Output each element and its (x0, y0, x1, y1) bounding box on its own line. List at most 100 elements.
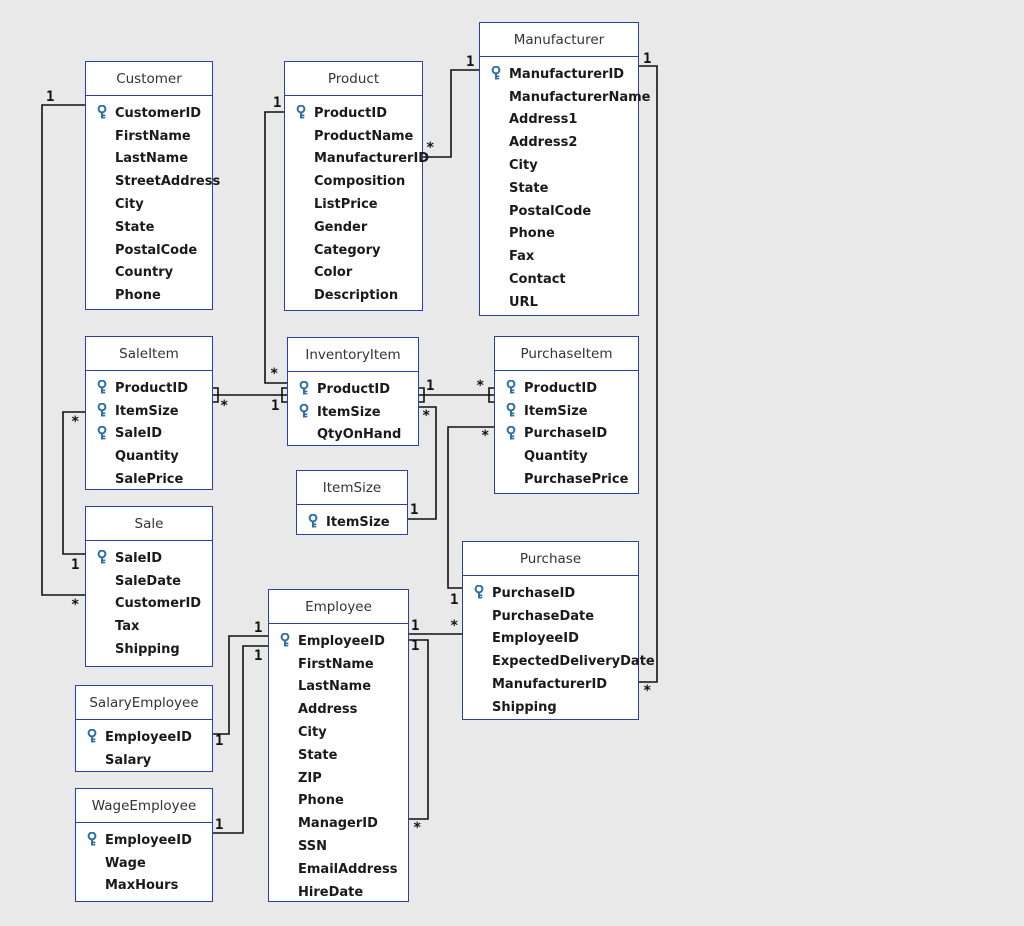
relationship-line-manufacturer-purchase[interactable] (639, 65, 658, 683)
key-attribute[interactable]: ItemSize (288, 401, 418, 424)
attribute-name: Quantity (115, 449, 179, 465)
key-attribute[interactable]: ProductID (495, 377, 638, 400)
attribute[interactable]: Tax (86, 615, 212, 638)
attribute[interactable]: Phone (86, 284, 212, 307)
relationship-line-product-inventoryitem[interactable] (264, 111, 287, 384)
attribute[interactable]: Phone (269, 790, 408, 813)
attribute[interactable]: Address1 (480, 109, 638, 132)
key-attribute[interactable]: CustomerID (86, 102, 212, 125)
key-attribute[interactable]: EmployeeID (76, 829, 212, 852)
attribute[interactable]: Shipping (463, 696, 638, 719)
attribute[interactable]: PurchasePrice (495, 468, 638, 491)
attribute[interactable]: ManufacturerID (463, 673, 638, 696)
attribute[interactable]: PostalCode (86, 239, 212, 262)
attribute[interactable]: Gender (285, 216, 422, 239)
attribute[interactable]: URL (480, 291, 638, 314)
attribute[interactable]: Category (285, 239, 422, 262)
relationship-line-itemsize-inventoryitem[interactable] (408, 406, 437, 520)
attribute[interactable]: EmployeeID (463, 628, 638, 651)
key-attribute[interactable]: SaleID (86, 423, 212, 446)
attribute[interactable]: Fax (480, 245, 638, 268)
attribute[interactable]: FirstName (269, 653, 408, 676)
attribute[interactable]: ManagerID (269, 812, 408, 835)
attribute[interactable]: Quantity (86, 445, 212, 468)
cardinality-label: * (270, 366, 278, 382)
relationship-line-sale-saleitem[interactable] (62, 411, 85, 555)
key-attribute[interactable]: ItemSize (297, 511, 407, 534)
attribute[interactable]: Contact (480, 268, 638, 291)
attribute[interactable]: SaleDate (86, 570, 212, 593)
key-attribute[interactable]: PurchaseID (495, 423, 638, 446)
attribute[interactable]: PurchaseDate (463, 605, 638, 628)
key-attribute[interactable]: ManufacturerID (480, 63, 638, 86)
attribute[interactable]: Address (269, 698, 408, 721)
cardinality-label: 1 (426, 378, 434, 394)
attribute[interactable]: ExpectedDeliveryDate (463, 650, 655, 673)
key-attribute[interactable]: ProductID (288, 378, 418, 401)
relationship-line-employee-manager[interactable] (409, 639, 429, 820)
attribute[interactable]: PostalCode (480, 200, 638, 223)
relationship-line-employee-salaryemployee[interactable] (213, 635, 268, 735)
key-attribute[interactable]: EmployeeID (76, 726, 212, 749)
attribute[interactable]: ManufacturerName (480, 86, 650, 109)
attribute[interactable]: Country (86, 262, 212, 285)
attribute[interactable]: State (480, 177, 638, 200)
attribute[interactable]: State (86, 216, 212, 239)
attribute[interactable]: Wage (76, 852, 212, 875)
key-attribute[interactable]: PurchaseID (463, 582, 638, 605)
attribute[interactable]: Quantity (495, 445, 638, 468)
key-attribute[interactable]: SaleID (86, 547, 212, 570)
relationship-line-purchase-purchaseitem[interactable] (447, 426, 494, 589)
attribute[interactable]: City (269, 721, 408, 744)
attribute[interactable]: Color (285, 262, 422, 285)
attribute[interactable]: SalePrice (86, 468, 212, 491)
attribute[interactable]: ProductName (285, 125, 422, 148)
attribute-name: Category (314, 242, 381, 258)
attribute[interactable]: Composition (285, 170, 422, 193)
attribute-name: ManufacturerID (492, 677, 608, 693)
attribute[interactable]: Description (285, 284, 422, 307)
attribute[interactable]: ZIP (269, 767, 408, 790)
attribute[interactable]: QtyOnHand (288, 424, 418, 447)
attribute[interactable]: Salary (76, 749, 212, 772)
attribute[interactable]: State (269, 744, 408, 767)
attribute[interactable]: ManufacturerID (285, 148, 429, 171)
attribute[interactable]: City (480, 154, 638, 177)
attribute[interactable]: HireDate (269, 881, 408, 904)
attribute[interactable]: StreetAddress (86, 170, 220, 193)
attribute[interactable]: EmailAddress (269, 858, 408, 881)
key-attribute[interactable]: ItemSize (495, 400, 638, 423)
attribute-name: ExpectedDeliveryDate (492, 654, 655, 670)
attribute[interactable]: SSN (269, 835, 408, 858)
attribute[interactable]: CustomerID (86, 593, 212, 616)
key-attribute[interactable]: EmployeeID (269, 630, 408, 653)
relationship-line-customer-sale[interactable] (41, 104, 85, 596)
key-attribute[interactable]: ProductID (285, 102, 422, 125)
key-attribute[interactable]: ItemSize (86, 400, 212, 423)
attribute[interactable]: MaxHours (76, 875, 212, 898)
attribute[interactable]: FirstName (86, 125, 212, 148)
attribute[interactable]: Address2 (480, 131, 638, 154)
attribute-name: LastName (115, 151, 189, 167)
attribute[interactable]: LastName (269, 676, 408, 699)
attribute[interactable]: Phone (480, 223, 638, 246)
relationship-line-employee-wageemployee[interactable] (213, 645, 268, 834)
attribute[interactable]: City (86, 193, 212, 216)
attribute[interactable]: Shipping (86, 638, 212, 661)
attribute[interactable]: LastName (86, 148, 212, 171)
relationship-line-manufacturer-product[interactable] (423, 69, 479, 158)
key-attribute[interactable]: ProductID (86, 377, 212, 400)
attribute[interactable]: ListPrice (285, 193, 422, 216)
